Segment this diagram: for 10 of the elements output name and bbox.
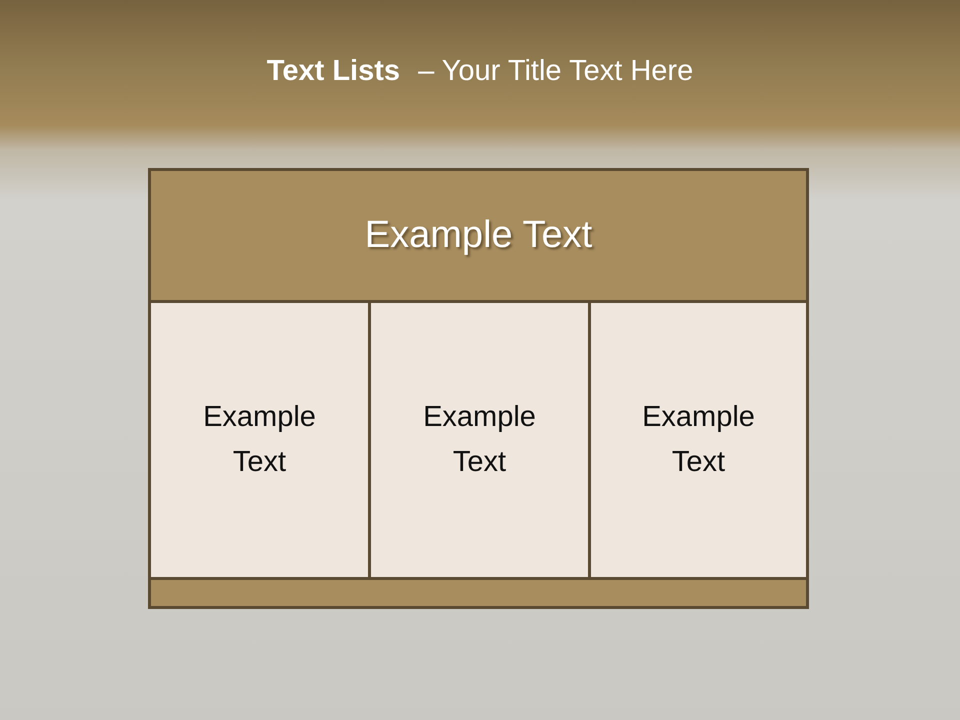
box-text: Example Text: [422, 400, 537, 480]
header-box: [148, 168, 809, 303]
box-text: Example Text: [641, 400, 756, 480]
footer-bar: [148, 577, 809, 609]
content-box: [588, 300, 809, 580]
box-text: Example Text: [202, 400, 317, 480]
header-text: Example Text: [364, 214, 592, 257]
slide-title: Text Lists – Your Title Text Here: [266, 55, 694, 88]
content-box: [148, 300, 371, 580]
content-box: [368, 300, 591, 580]
